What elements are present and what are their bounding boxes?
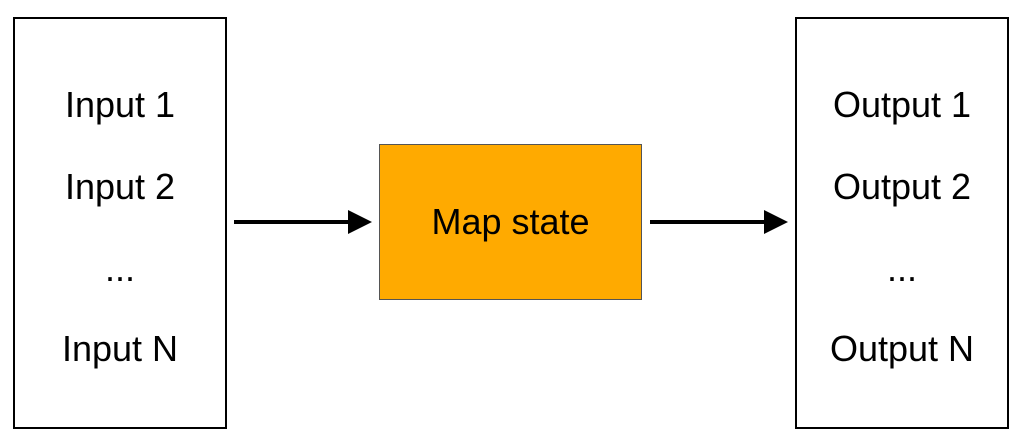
- map-state-box: Map state: [379, 144, 642, 300]
- output-item-2: Output 2: [832, 166, 972, 207]
- input-item-n: Input N: [61, 328, 179, 369]
- map-state-label: Map state: [431, 201, 590, 242]
- input-item-ellipsis: ...: [104, 248, 135, 289]
- input-item-1: Input 1: [64, 84, 176, 125]
- input-item-2: Input 2: [64, 166, 176, 207]
- input-to-map-arrow: [234, 210, 372, 234]
- output-item-n: Output N: [829, 328, 975, 369]
- input-list-box: Input 1 Input 2 ... Input N: [13, 17, 227, 429]
- output-list-box: Output 1 Output 2 ... Output N: [795, 17, 1009, 429]
- map-to-output-arrow: [650, 210, 788, 234]
- output-item-ellipsis: ...: [886, 248, 917, 289]
- output-item-1: Output 1: [832, 84, 972, 125]
